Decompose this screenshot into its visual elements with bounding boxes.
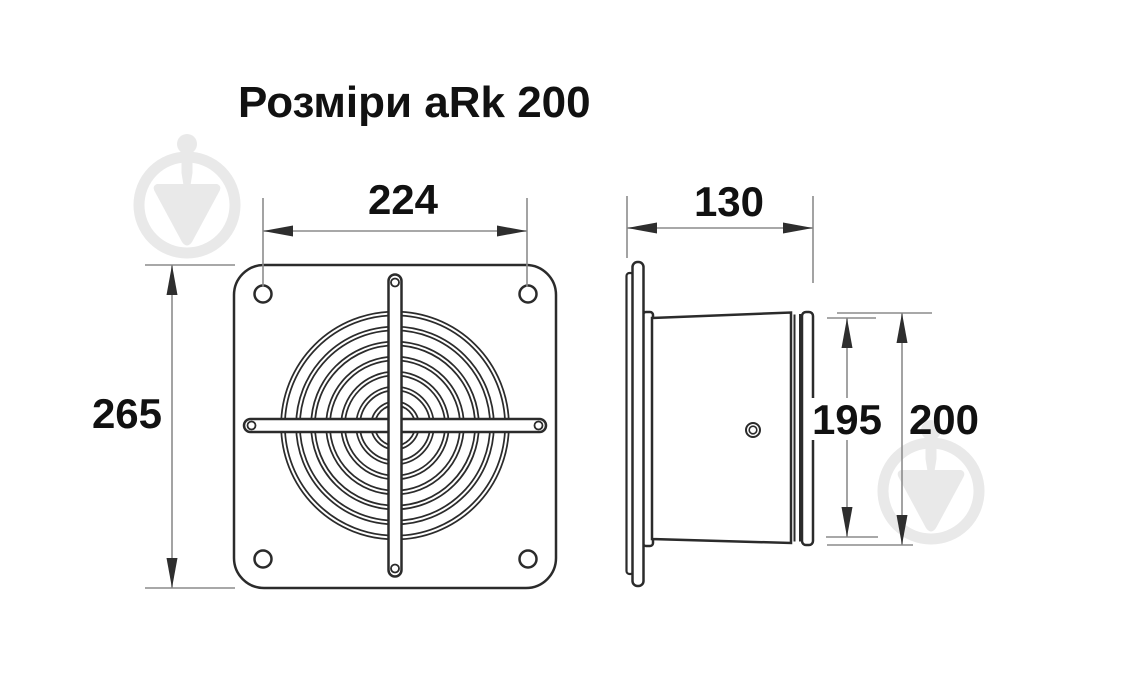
mounting-hole xyxy=(518,549,538,569)
page-title: Розміри aRk 200 xyxy=(238,78,591,127)
screw-head-center xyxy=(748,425,758,435)
mounting-hole xyxy=(518,284,538,304)
dimension-side-depth: 130 xyxy=(626,178,814,283)
plate-edge-front xyxy=(631,260,645,588)
dim-label-265: 265 xyxy=(92,390,162,437)
side-view xyxy=(625,260,815,588)
dimension-outer-diameter: 200 xyxy=(827,312,979,546)
front-view xyxy=(232,263,558,590)
dimension-front-width: 224 xyxy=(262,176,528,287)
dim-label-130: 130 xyxy=(694,178,764,225)
dim-label-200: 200 xyxy=(909,396,979,443)
fan-grille-crossbars xyxy=(242,273,548,578)
duct-body xyxy=(650,311,793,545)
watermark-trowel-icon xyxy=(139,134,235,253)
dimension-front-height: 265 xyxy=(92,264,235,589)
mounting-hole xyxy=(253,284,273,304)
dim-label-224: 224 xyxy=(368,176,439,223)
mounting-hole xyxy=(253,549,273,569)
dim-label-195: 195 xyxy=(812,396,882,443)
dimension-inner-diameter: 195 xyxy=(809,317,887,538)
